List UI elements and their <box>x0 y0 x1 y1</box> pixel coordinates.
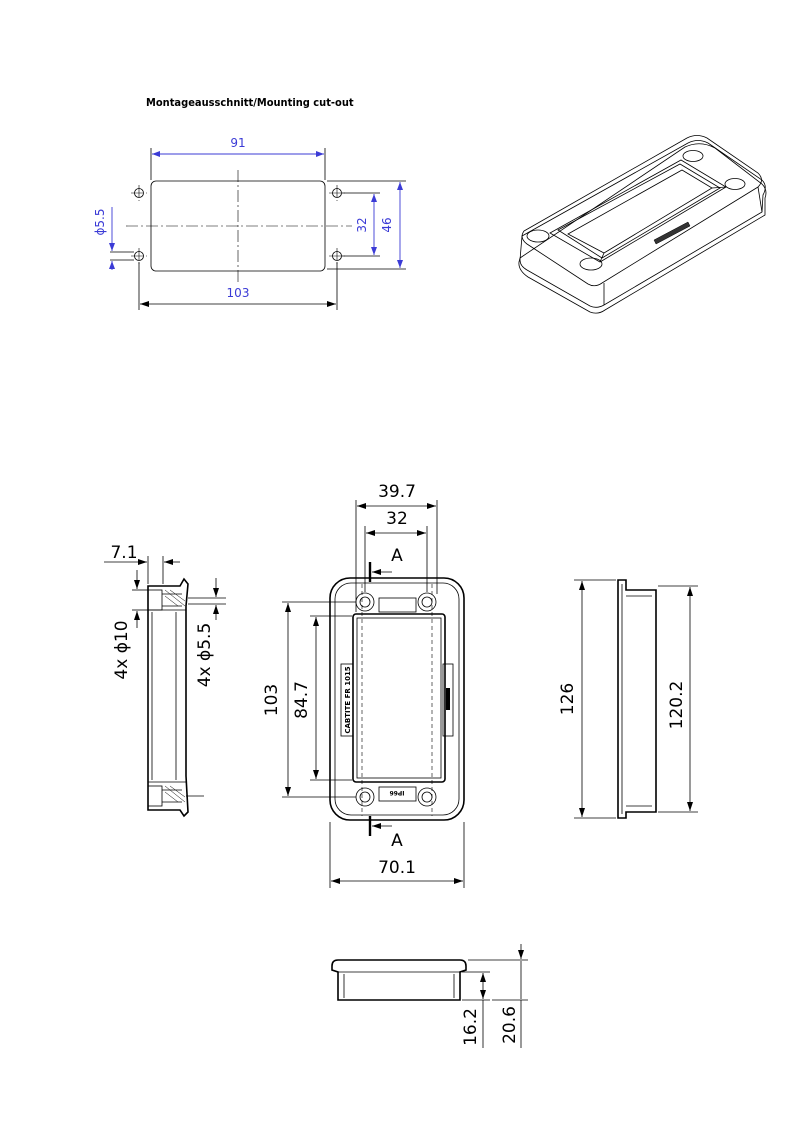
mounting-holes <box>131 185 345 264</box>
bottom-view: 16.2 20.6 <box>331 944 528 1048</box>
dimension-39-7: 39.7 <box>378 482 416 502</box>
dimension-7-1: 7.1 <box>110 543 137 563</box>
dimension-32: 32 <box>355 217 369 232</box>
right-side-view: 126 120.2 <box>558 579 698 819</box>
badge-label: CABTITE FR 1015 <box>344 666 352 733</box>
dimension-20-6: 20.6 <box>500 1006 520 1044</box>
dimension-120-2: 120.2 <box>667 681 687 730</box>
dimension-103: 103 <box>227 286 250 300</box>
dimension-4x-diameter-5-5: 4x ϕ5.5 <box>195 623 215 688</box>
drawing-title: Montageausschnitt/Mounting cut-out <box>146 96 354 109</box>
frame-outline <box>329 577 465 821</box>
dimension-126: 126 <box>558 683 578 715</box>
isometric-frame-view <box>518 135 767 314</box>
side-section-view: 7.1 4x ϕ10 4x ϕ5.5 <box>104 543 226 818</box>
dimension-hole-diameter: ϕ5.5 <box>93 209 107 236</box>
dimension-4x-diameter-10: 4x ϕ10 <box>112 620 132 679</box>
section-marker-bottom: A <box>391 831 403 851</box>
dimension-91: 91 <box>230 136 245 150</box>
front-view: IP66 CABTITE FR 1015 A A 39.7 32 <box>262 482 465 888</box>
ip-rating-label: IP66 <box>390 789 405 796</box>
section-marker-top: A <box>391 546 403 566</box>
dimension-84-7: 84.7 <box>292 681 312 719</box>
dimension-46: 46 <box>380 217 394 232</box>
dimension-70-1: 70.1 <box>378 858 416 878</box>
dimension-103-front: 103 <box>262 684 282 716</box>
dimension-32-front: 32 <box>386 509 408 529</box>
dimension-16-2: 16.2 <box>461 1008 481 1046</box>
mounting-screws <box>355 592 437 807</box>
cutout-view: 91 ϕ5.5 32 46 103 <box>93 136 406 310</box>
